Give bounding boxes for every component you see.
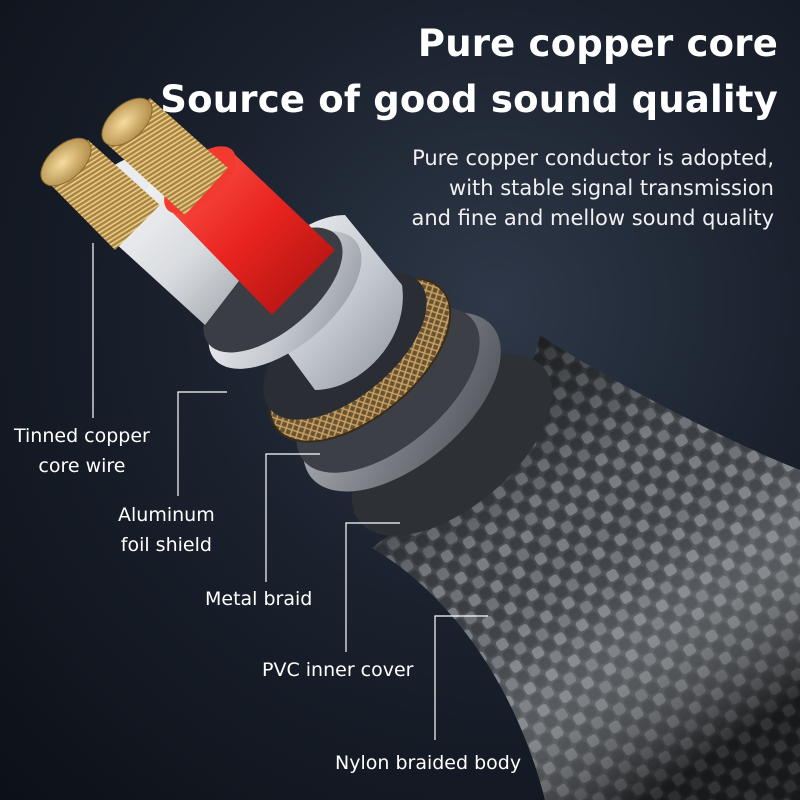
callout-leader-lines — [92, 243, 488, 740]
callout-metal-braid: Metal braid — [205, 584, 312, 614]
callout-label: PVC inner cover — [262, 659, 414, 681]
leader-line-aluminum-foil — [177, 391, 227, 496]
callout-aluminum-foil: Aluminum foil shield — [118, 500, 215, 560]
white-insulated-conductor — [40, 137, 255, 325]
leader-line-pvc-cover — [345, 522, 400, 652]
leader-line-metal-braid — [265, 453, 320, 582]
headline-line-2: Source of good sound quality — [160, 78, 778, 121]
callout-label: Tinned copper — [14, 425, 150, 447]
description-line: and fine and mellow sound quality — [411, 206, 775, 230]
description-line: Pure copper conductor is adopted, — [412, 146, 774, 170]
leader-line-nylon-body — [434, 615, 488, 740]
callout-nylon-body: Nylon braided body — [335, 748, 521, 778]
callout-pvc-cover: PVC inner cover — [262, 655, 413, 685]
callout-tinned-copper: Tinned copper core wire — [14, 421, 150, 481]
callout-label: core wire — [38, 455, 126, 477]
red-insulated-conductor — [101, 97, 335, 315]
description-line: with stable signal transmission — [449, 176, 774, 200]
description: Pure copper conductor is adopted, with s… — [412, 143, 775, 233]
callout-label: Metal braid — [205, 588, 313, 610]
callout-label: foil shield — [120, 534, 212, 556]
nylon-braided-body — [351, 335, 800, 800]
headline-line-1: Pure copper core — [417, 22, 778, 65]
callout-label: Aluminum — [118, 504, 215, 526]
callout-label: Nylon braided body — [335, 752, 522, 774]
